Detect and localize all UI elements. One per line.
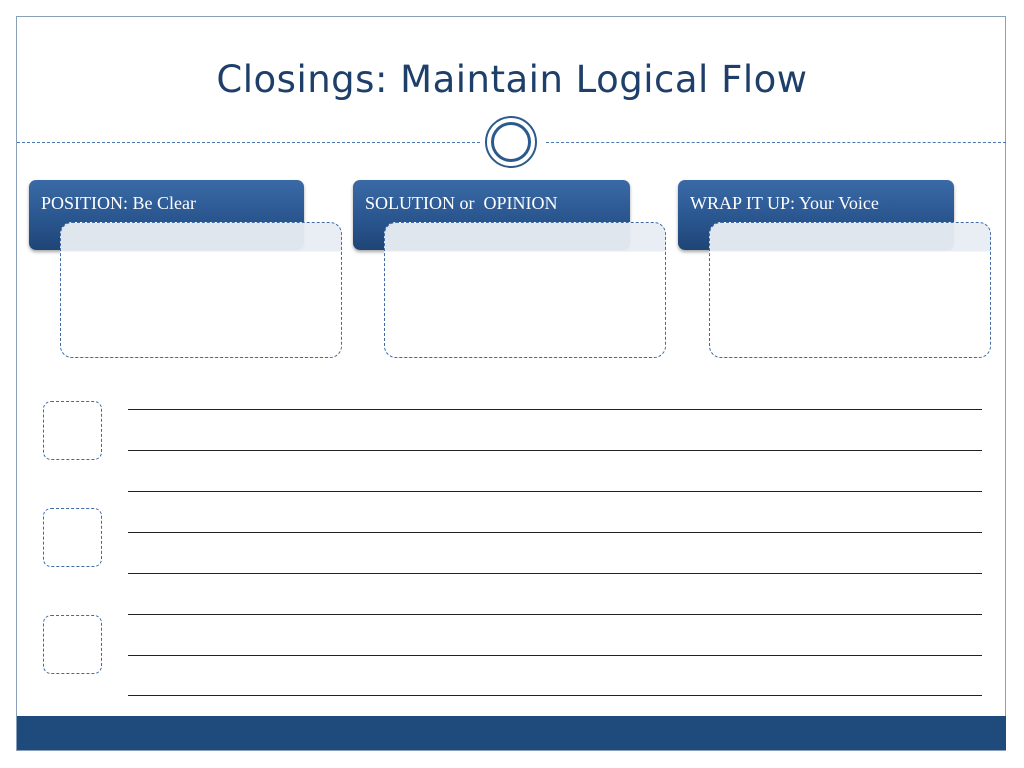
writing-line[interactable] [128,450,982,451]
checklist-checkbox[interactable] [43,401,102,460]
column-header-label: WRAP IT UP: Your Voice [690,193,879,213]
circle-ornament-icon [485,116,537,168]
writing-line[interactable] [128,573,982,574]
content-box-wrap-up[interactable] [709,222,991,358]
content-box-solution[interactable] [384,222,666,358]
writing-line[interactable] [128,695,982,696]
checklist-checkbox[interactable] [43,508,102,567]
title-divider-right [546,142,1006,143]
footer-bar [17,716,1006,750]
content-box-position[interactable] [60,222,342,358]
title-divider-left [17,142,480,143]
checklist-checkbox[interactable] [43,615,102,674]
slide-title: Closings: Maintain Logical Flow [216,58,808,101]
writing-line[interactable] [128,409,982,410]
writing-line[interactable] [128,614,982,615]
writing-line[interactable] [128,532,982,533]
writing-line[interactable] [128,491,982,492]
writing-line[interactable] [128,655,982,656]
column-header-label: POSITION: Be Clear [41,193,196,213]
column-header-label: SOLUTION or OPINION [365,193,558,213]
